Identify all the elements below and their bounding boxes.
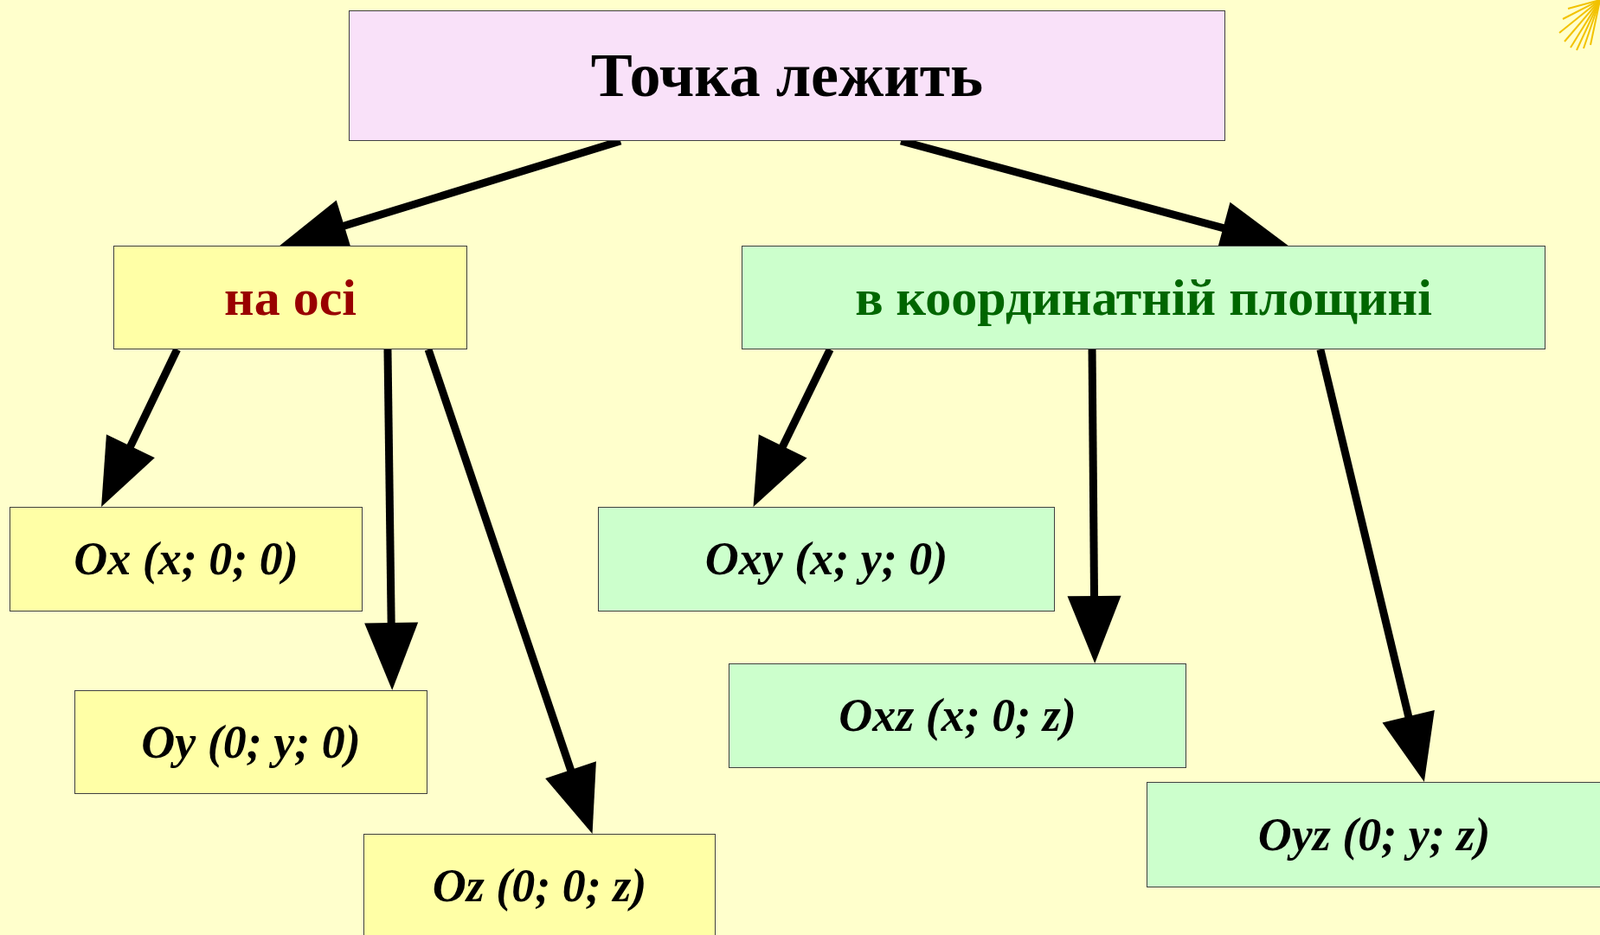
node-label: Oyz (0; y; z)	[1258, 808, 1491, 862]
arrow-head	[1067, 596, 1122, 664]
category-box: в координатній площині	[741, 245, 1546, 350]
connector-line	[129, 349, 178, 449]
arrow-head	[1382, 710, 1435, 783]
coordinate-box: Oxz (x; 0; z)	[728, 663, 1187, 769]
arrow-connector	[428, 349, 597, 835]
node-label: Oxy (x; y; 0)	[705, 532, 948, 586]
connector-line	[341, 141, 621, 227]
coordinate-box: Ox (x; 0; 0)	[9, 507, 363, 612]
connector-line	[387, 349, 392, 626]
arrow-head	[545, 761, 597, 835]
arrow-connector	[1320, 349, 1435, 783]
coordinate-box: Oy (0; y; 0)	[74, 690, 428, 795]
connector-line	[428, 349, 572, 773]
arrow-connector	[364, 349, 418, 691]
node-label: Точка лежить	[591, 39, 984, 112]
arrow-head	[364, 623, 418, 691]
connector-line	[900, 141, 1226, 229]
arrow-connector	[279, 141, 621, 252]
connector-line	[1320, 349, 1409, 720]
coordinate-box: Oyz (0; y; z)	[1146, 782, 1600, 888]
arrow-connector	[1067, 349, 1122, 664]
node-label: Oz (0; 0; z)	[432, 859, 647, 913]
node-label: на осі	[224, 268, 357, 328]
node-label: Ox (x; 0; 0)	[73, 532, 298, 586]
coordinate-box: Oxy (x; y; 0)	[597, 507, 1055, 612]
connector-line	[1092, 349, 1095, 599]
arrow-connector	[753, 349, 831, 508]
node-label: в координатній площині	[854, 268, 1433, 328]
sunburst	[1559, 0, 1600, 51]
arrow-head	[753, 434, 808, 508]
arrow-connector	[900, 141, 1289, 255]
arrow-head	[101, 434, 155, 508]
node-label: Oxz (x; 0; z)	[838, 688, 1076, 743]
connector-line	[781, 349, 830, 450]
root-box: Точка лежить	[348, 10, 1226, 142]
node-label: Oy (0; y; 0)	[141, 715, 360, 770]
category-box: на осі	[113, 245, 468, 350]
arrow-head	[279, 199, 353, 251]
arrow-connector	[101, 349, 178, 508]
coordinate-box: Oz (0; 0; z)	[363, 834, 716, 935]
